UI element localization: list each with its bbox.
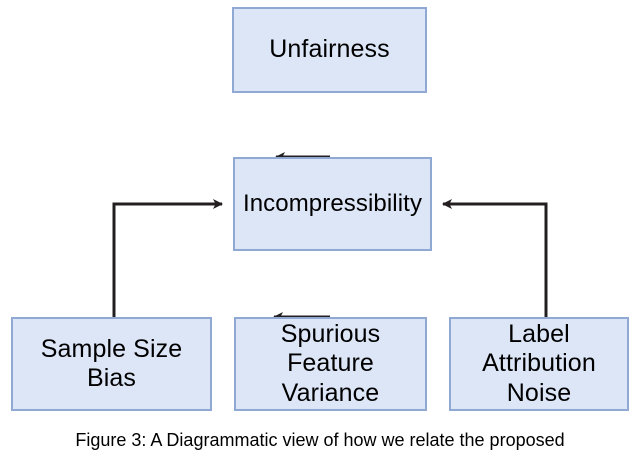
node-unfairness: Unfairness [232,7,427,93]
figure-caption: Figure 3: A Diagrammatic view of how we … [75,430,565,450]
node-sample-size-bias: Sample Size Bias [11,317,212,411]
node-incompressibility: Incompressibility [233,157,432,251]
node-label-attribution-noise: Label Attribution Noise [449,317,629,411]
edge-sample-size-bias-to-incompressibility [112,199,223,317]
edge-label-attribution-noise-to-incompressibility [442,199,548,317]
node-spurious-feature-variance: Spurious Feature Variance [234,317,427,411]
